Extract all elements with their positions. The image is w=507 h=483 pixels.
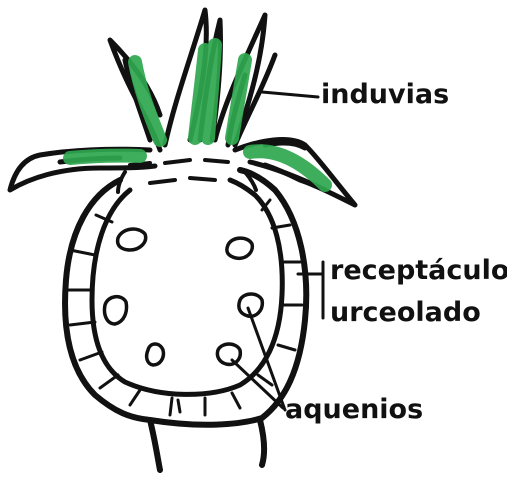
label-aquenios: aquenios — [285, 396, 423, 423]
base-stalk — [178, 400, 180, 412]
receptacle-inner-wall — [92, 180, 282, 394]
leader-induvias — [262, 92, 318, 97]
label-induvias: induvias — [321, 81, 449, 108]
induvias-green-highlight — [70, 45, 325, 185]
induvias-outline — [10, 10, 355, 205]
label-urceolado: urceolado — [330, 299, 481, 326]
rim-dashes — [130, 160, 228, 183]
achenes — [104, 229, 262, 365]
label-receptaculo: receptáculo — [330, 257, 507, 284]
